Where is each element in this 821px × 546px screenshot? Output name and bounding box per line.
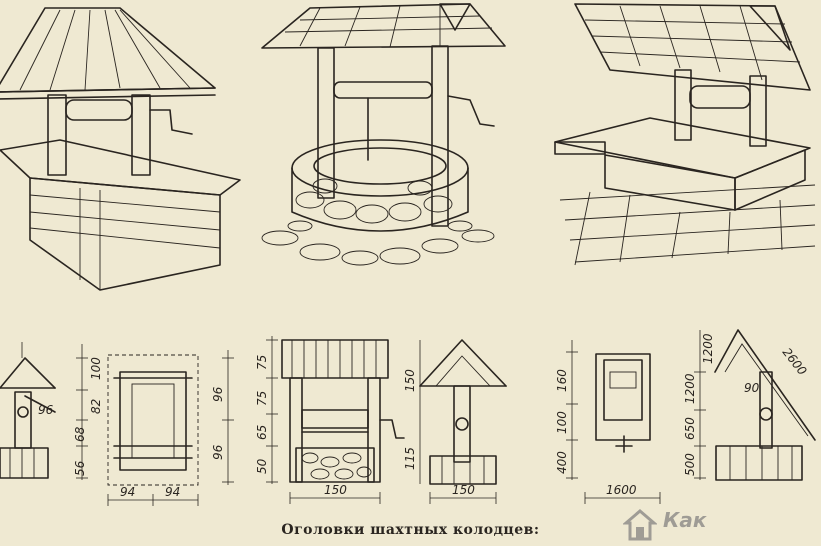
dim-d5-v2: 400 <box>555 451 569 474</box>
dimension-labels: 100 82 68 56 96 96 96 94 94 75 75 65 50 … <box>38 333 810 499</box>
dim-d6-v1: 1200 <box>683 373 697 404</box>
dim-d4-v1: 115 <box>403 447 417 470</box>
dim-d3-v0: 75 <box>255 355 269 370</box>
sketch-tiled-well <box>554 3 816 266</box>
drawing-4 <box>419 339 507 504</box>
drawing-5 <box>566 340 661 504</box>
dim-d4-v0: 150 <box>403 369 417 392</box>
sketch-log-well <box>0 7 241 291</box>
dim-d3-v2: 65 <box>255 425 269 440</box>
dim-d6-inner: 90 <box>744 381 760 395</box>
drawing-6 <box>694 329 816 481</box>
dim-d5-h0: 1600 <box>606 483 637 497</box>
dim-d1-v1: 82 <box>89 399 103 414</box>
dim-d4-h0: 150 <box>452 483 475 497</box>
dim-d3-v1: 75 <box>255 391 269 406</box>
dim-d2-h1: 94 <box>165 485 180 499</box>
watermark: Как <box>623 508 803 542</box>
dim-d6-v2: 650 <box>683 417 697 440</box>
dim-d1-v3: 56 <box>73 460 87 476</box>
drawing-1 <box>0 342 88 480</box>
house-logo-icon <box>623 509 657 541</box>
drawing-2 <box>107 350 234 506</box>
dim-d1-inner: 96 <box>38 403 54 417</box>
dim-d3-v3: 50 <box>255 458 269 474</box>
dim-d1-v2: 68 <box>73 426 87 442</box>
dim-d2-v0: 96 <box>211 386 225 402</box>
dim-d5-v1: 100 <box>555 411 569 434</box>
dim-d6-v3: 500 <box>683 453 697 476</box>
dim-d2-h0: 94 <box>120 485 135 499</box>
watermark-text: Как <box>663 508 707 532</box>
drawing-3 <box>266 336 405 504</box>
dim-d6-v0: 1200 <box>701 333 715 364</box>
dim-d6-diag: 2600 <box>780 345 810 378</box>
dim-d1-v0: 100 <box>89 357 103 380</box>
dim-d5-v0: 160 <box>555 369 569 392</box>
figure-caption: Оголовки шахтных колодцев: <box>281 522 540 538</box>
dim-d2-v1: 96 <box>211 444 225 460</box>
sketch-stone-well <box>261 3 506 266</box>
dim-d3-h0: 150 <box>324 483 347 497</box>
